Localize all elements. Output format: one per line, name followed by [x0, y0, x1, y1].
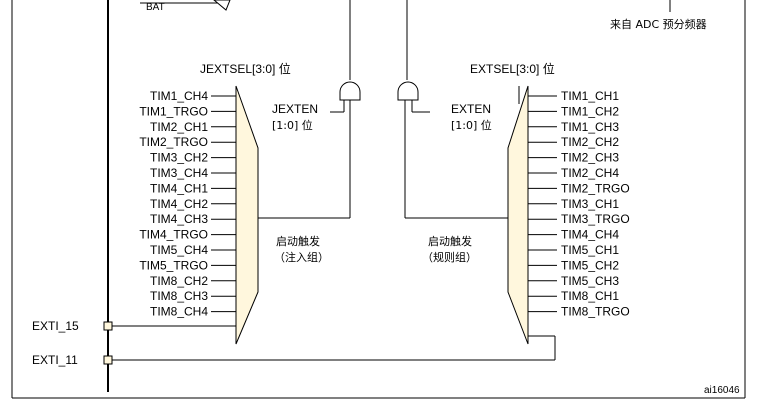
jexten-bits-label: [1:0] 位 — [272, 118, 313, 132]
regular-input-label: TIM1_CH2 — [561, 104, 619, 118]
injected-input-label: TIM5_CH4 — [150, 243, 208, 257]
injected-input-label: TIM2_CH1 — [150, 120, 208, 134]
extsel-label: EXTSEL[3:0] 位 — [470, 61, 555, 76]
bat-arrow — [140, 0, 231, 11]
injected-input-label: TIM3_CH4 — [150, 166, 208, 180]
regular-input-label: TIM8_CH1 — [561, 289, 619, 303]
start-trigger-injected-label: 启动触发 — [276, 234, 320, 248]
regular-input-label: TIM8_TRGO — [561, 305, 630, 319]
exten-gate — [397, 81, 508, 219]
regular-inputs: TIM1_CH1TIM1_CH2TIM1_CH3TIM2_CH2TIM2_CH3… — [528, 89, 630, 319]
regular-input-label: TIM2_CH3 — [561, 151, 619, 165]
adc-prescaler-label: 来自 ADC 预分频器 — [610, 17, 707, 31]
jexten-label: JEXTEN — [272, 102, 318, 116]
injected-input-label: TIM3_CH2 — [150, 151, 208, 165]
injected-input-label: TIM4_TRGO — [139, 228, 208, 242]
figure-id-label: ai16046 — [704, 385, 740, 396]
regular-input-label: TIM1_CH3 — [561, 120, 619, 134]
regular-group-label: （规则组） — [422, 250, 477, 264]
injected-input-label: TIM2_TRGO — [139, 135, 208, 149]
figure-frame — [11, 0, 746, 399]
regular-input-label: TIM4_CH4 — [561, 228, 619, 242]
injected-input-label: TIM5_TRGO — [139, 258, 208, 272]
injected-input-label: TIM4_CH1 — [150, 181, 208, 195]
injected-input-label: TIM8_CH3 — [150, 289, 208, 303]
injected-group-label: （注入组） — [274, 250, 329, 264]
exti15-label: EXTI_15 — [32, 319, 79, 333]
injected-input-label: TIM1_CH4 — [150, 89, 208, 103]
injected-mux — [235, 85, 259, 345]
exten-label: EXTEN — [451, 102, 491, 116]
jextsel-label: JEXTSEL[3:0] 位 — [200, 61, 291, 76]
regular-input-label: TIM2_CH2 — [561, 135, 619, 149]
injected-input-label: TIM1_TRGO — [139, 104, 208, 118]
regular-input-label: TIM2_CH4 — [561, 166, 619, 180]
jexten-gate — [258, 81, 361, 219]
exten-bits-label: [1:0] 位 — [451, 118, 492, 132]
injected-input-label: TIM8_CH4 — [150, 305, 208, 319]
regular-input-label: TIM5_CH2 — [561, 258, 619, 272]
injected-input-label: TIM4_CH3 — [150, 212, 208, 226]
exti11-line — [103, 335, 556, 365]
injected-input-label: TIM4_CH2 — [150, 197, 208, 211]
regular-mux — [507, 85, 529, 345]
start-trigger-regular-label: 启动触发 — [428, 234, 472, 248]
regular-input-label: TIM5_CH1 — [561, 243, 619, 257]
regular-input-label: TIM2_TRGO — [561, 181, 630, 195]
bat-label: BAT — [146, 2, 165, 13]
exti15-line — [103, 312, 237, 331]
exti11-label: EXTI_11 — [32, 353, 78, 367]
regular-input-label: TIM3_CH1 — [561, 197, 619, 211]
regular-input-label: TIM5_CH3 — [561, 274, 619, 288]
injected-input-label: TIM8_CH2 — [150, 274, 208, 288]
regular-input-label: TIM1_CH1 — [561, 89, 619, 103]
regular-input-label: TIM3_TRGO — [561, 212, 630, 226]
